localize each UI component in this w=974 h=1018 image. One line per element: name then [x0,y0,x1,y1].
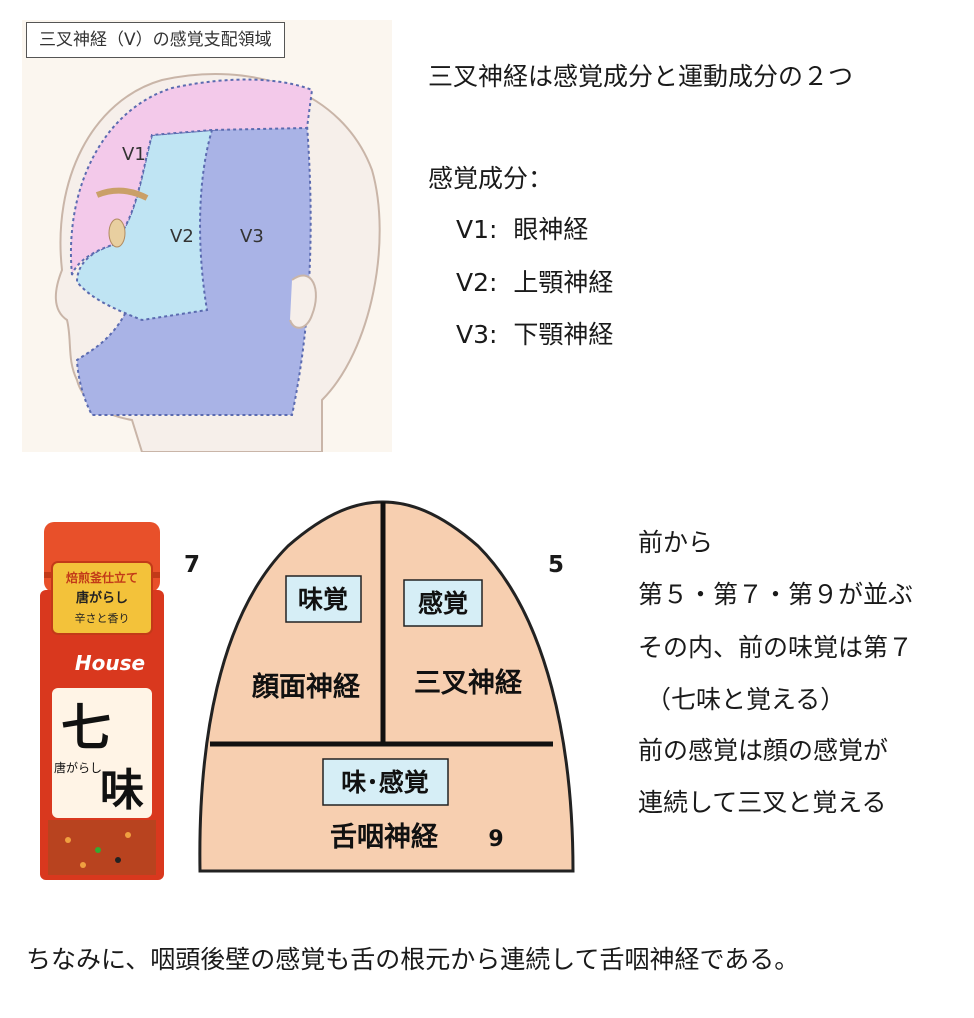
top-label [51,561,153,635]
box-sensation-text: 感覚 [418,589,468,618]
tongue-svg: 味覚 感覚 顔面神経 三叉神経 味･感覚 舌咽神経 9 [198,500,575,873]
eye [108,218,126,248]
label-facial-nerve: 顔面神経 [251,671,361,703]
box-taste-text: 味覚 [298,585,348,614]
sub-label: 唐がらし [54,760,102,775]
branch-name: 下顎神経 [513,320,614,349]
branch-name: 上顎神経 [513,268,614,297]
box-taste-sensation [322,758,449,806]
box-sensation [403,579,483,627]
big-char-1: 七 [61,699,111,757]
ear [289,274,317,329]
box-taste-sensation-text: 味･感覚 [341,768,429,797]
branch-name: 眼神経 [513,215,589,244]
note-line-2: 第５・第７・第９が並ぶ [638,580,914,609]
label-trigeminal-nerve: 三叉神経 [414,667,523,699]
figure-title: 三叉神経（V）の感覚支配領域 [26,22,285,58]
branch-code: V3: [456,320,498,349]
branch-v2: V2: 上顎神経 [456,268,613,298]
big-char-2: 味 [100,765,144,816]
branch-v1: V1: 眼神経 [456,215,588,245]
label-v1: V1 [122,144,146,165]
shichimi-bottle: 焙煎釜仕立て 唐がらし 辛さと香り House 七 味 唐がらし [38,520,166,880]
note-line-1: 前から [638,528,714,557]
label-v3: V3 [240,226,264,247]
main-label [52,688,152,818]
num-5: 5 [548,552,565,578]
box-taste [285,575,362,623]
note-line-3: その内、前の味覚は第７ [638,633,914,662]
note-line-4: （七味と覚える） [646,685,846,714]
top-label-1: 焙煎釜仕立て [66,570,138,585]
tongue-diagram: 味覚 感覚 顔面神経 三叉神経 味･感覚 舌咽神経 9 [178,496,598,881]
region-v1 [70,78,314,276]
note-line-5: 前の感覚は顔の感覚が [638,736,889,765]
intro-headline: 三叉神経は感覚成分と運動成分の２つ [428,62,854,91]
top-label-3: 辛さと香り [75,611,130,625]
branch-code: V1: [456,215,498,244]
note-line-6: 連続して三叉と覚える [638,788,887,817]
footer-note: ちなみに、咽頭後壁の感覚も舌の根元から連続して舌咽神経である。 [26,945,800,974]
face-figure: V1 V2 V3 [22,20,392,452]
brand-logo: House [75,651,145,675]
branch-v3: V3: 下顎神経 [456,320,613,350]
num-7: 7 [184,552,201,578]
num-9: 9 [488,827,503,852]
top-label-2: 唐がらし [76,590,128,606]
region-v2 [75,128,214,322]
sensory-heading: 感覚成分： [428,164,554,193]
label-v2: V2 [170,226,194,247]
bottle-illustration: 焙煎釜仕立て 唐がらし 辛さと香り House 七 味 唐がらし [40,522,164,880]
branch-code: V2: [456,268,498,297]
eyebrow [95,187,149,201]
face-illustration: V1 V2 V3 [54,73,381,452]
label-glossopharyngeal-nerve: 舌咽神経 [330,821,439,853]
